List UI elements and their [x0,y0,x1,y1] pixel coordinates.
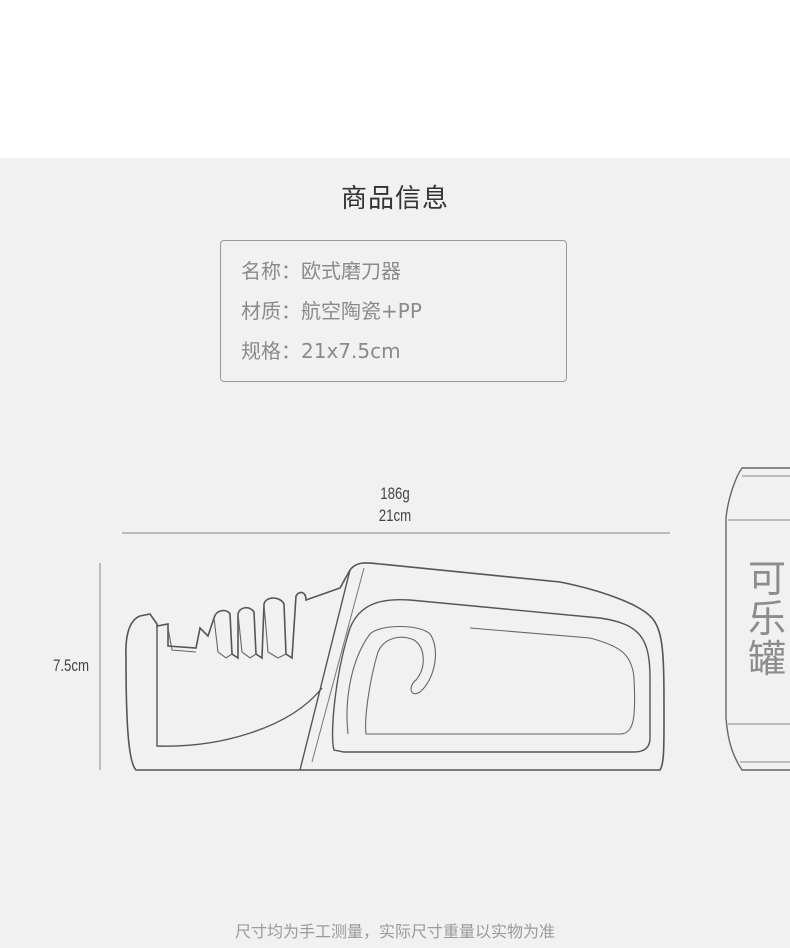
length-label: 21cm [378,506,412,525]
sharpener-divider [299,569,351,771]
slot-notches [167,603,287,659]
height-label: 7.5cm [52,656,90,675]
handle-opening [331,598,651,753]
product-info-box: 名称：欧式磨刀器 材质：航空陶瓷+PP 规格：21x7.5cm [220,240,567,382]
sharpener-line-drawing [99,467,790,771]
top-blank-area [0,0,790,158]
can-char-1: 可 [748,557,787,601]
info-material-row: 材质：航空陶瓷+PP [241,299,422,323]
coke-can-lid-lines [728,475,790,763]
info-size-row: 规格：21x7.5cm [241,339,401,363]
sharpener-divider-inner [311,567,365,763]
info-name-row: 名称：欧式磨刀器 [241,259,401,283]
sharpener-outline [125,562,665,771]
can-char-2: 乐 [748,597,787,641]
handle-inner-opening [346,626,636,735]
coke-can-outline [725,467,790,771]
product-info-panel: 商品信息 名称：欧式磨刀器 材质：航空陶瓷+PP 规格：21x7.5cm 186… [0,158,790,948]
section-title: 商品信息 [340,184,449,214]
measurement-footnote: 尺寸均为手工测量，实际尺寸重量以实物为准 [234,922,555,941]
can-char-3: 罐 [748,637,787,681]
slot-base-curve [156,626,323,747]
weight-label: 186g [380,484,410,503]
